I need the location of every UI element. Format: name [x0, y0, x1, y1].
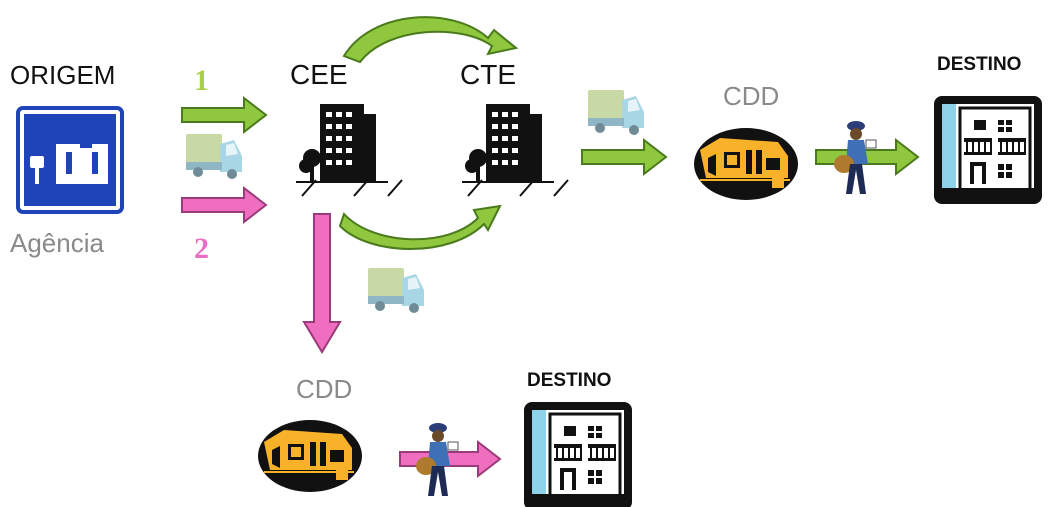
destination-house-icon — [522, 400, 634, 507]
cdd-bottom-label: CDD — [296, 374, 352, 404]
route-2-down-arrow — [302, 213, 342, 354]
delivery-truck-icon — [368, 268, 424, 313]
destination-house-icon — [932, 94, 1044, 206]
agency-sign-icon — [16, 106, 124, 214]
route-1-label: 1 — [194, 64, 209, 97]
origem-label: ORIGEM — [10, 60, 115, 90]
agencia-label: Agência — [10, 228, 104, 258]
curved-arrow-top — [342, 16, 519, 64]
route-1-arrow — [181, 95, 268, 135]
distribution-depot-icon — [257, 419, 363, 493]
distribution-depot-icon — [693, 127, 799, 201]
delivery-truck-icon — [588, 90, 644, 135]
route-2-arrow — [181, 185, 268, 225]
route-2-label: 2 — [194, 232, 209, 265]
curved-arrow-bottom — [338, 204, 502, 250]
cte-building-icon — [461, 103, 569, 197]
destino-bottom-label: DESTINO — [527, 370, 611, 391]
cdd-top-label: CDD — [723, 81, 779, 111]
arrow-cdd-to-destino-bottom — [399, 439, 502, 479]
destino-top-label: DESTINO — [937, 54, 1021, 75]
arrow-cte-to-cdd — [581, 137, 668, 177]
arrow-cdd-to-destino-top — [815, 137, 920, 177]
cee-label: CEE — [290, 59, 348, 90]
delivery-truck-icon — [186, 134, 242, 179]
cte-label: CTE — [460, 59, 516, 90]
cee-building-icon — [295, 103, 403, 197]
